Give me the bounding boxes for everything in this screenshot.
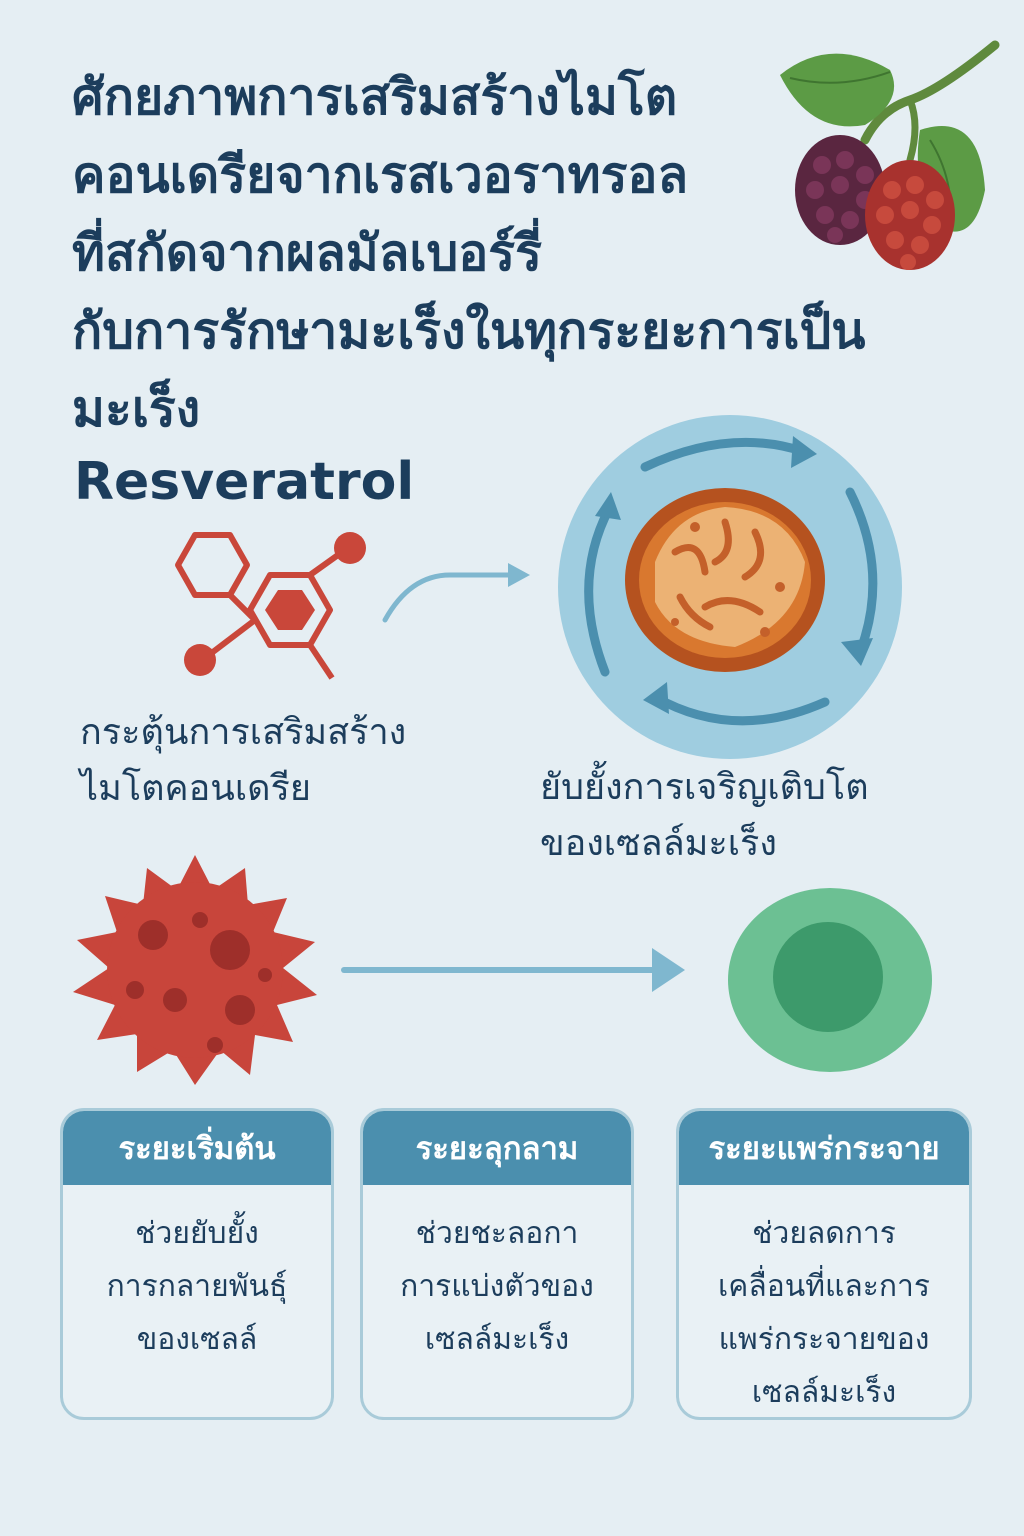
caption-inhibit-line-1: ยับยั้งการเจริญเติบโต (540, 767, 869, 808)
stage-description: ช่วยยับยั้ง การกลายพันธุ์ ของเซลล์ (63, 1185, 331, 1366)
stage-description: ช่วยลดการ เคลื่อนที่และการ แพร่กระจายของ… (679, 1185, 969, 1417)
stage-title: ระยะแพร่กระจาย (679, 1111, 969, 1185)
title-line-3: ที่สกัดจากผลมัลเบอร์รี่ (72, 224, 542, 282)
page-title: ศักยภาพการเสริมสร้างไมโต คอนเดรียจากเรสเ… (72, 58, 892, 448)
caption-inhibit-line-2: ของเซลล์มะเร็ง (540, 823, 777, 864)
title-line-1: ศักยภาพการเสริมสร้างไมโต (72, 68, 678, 126)
cancer-cell-icon (73, 855, 317, 1085)
stage-card-metastatic: ระยะแพร่กระจาย ช่วยลดการ เคลื่อนที่และกา… (676, 1108, 972, 1420)
mulberry-icon (780, 40, 1000, 270)
stage-line: เคลื่อนที่และการ (718, 1269, 930, 1304)
title-line-5: มะเร็ง (72, 380, 201, 438)
stage-line: เซลล์มะเร็ง (751, 1375, 897, 1410)
stage-card-progressive: ระยะลุกลาม ช่วยชะลอกา การแบ่งตัวของ เซลล… (360, 1108, 634, 1420)
stage-line: ของเซลล์ (136, 1322, 258, 1357)
mitochondria-icon (558, 415, 902, 759)
title-line-4: กับการรักษามะเร็งในทุกระยะการเป็น (72, 302, 866, 360)
stage-line: แพร่กระจายของ (718, 1322, 930, 1357)
caption-inhibit: ยับยั้งการเจริญเติบโต ของเซลล์มะเร็ง (540, 760, 869, 872)
stage-line: ช่วยชะลอกา (415, 1216, 579, 1251)
stage-line: การกลายพันธุ์ (106, 1269, 288, 1304)
stage-card-early: ระยะเริ่มต้น ช่วยยับยั้ง การกลายพันธุ์ ข… (60, 1108, 334, 1420)
resveratrol-molecule-icon (175, 532, 366, 680)
caption-stimulate: กระตุ้นการเสริมสร้าง ไมโตคอนเดรีย (80, 705, 406, 817)
stage-title: ระยะเริ่มต้น (63, 1111, 331, 1185)
curved-arrow-icon (382, 563, 530, 623)
compound-name: Resveratrol (74, 452, 415, 512)
stage-description: ช่วยชะลอกา การแบ่งตัวของ เซลล์มะเร็ง (363, 1185, 631, 1366)
stage-line: การแบ่งตัวของ (400, 1269, 594, 1304)
stage-line: ช่วยลดการ (752, 1216, 896, 1251)
healthy-cell-icon (728, 888, 932, 1072)
stage-line: เซลล์มะเร็ง (424, 1322, 570, 1357)
caption-stimulate-line-2: ไมโตคอนเดรีย (80, 768, 311, 809)
straight-arrow-icon (341, 948, 685, 992)
stage-title: ระยะลุกลาม (363, 1111, 631, 1185)
stage-line: ช่วยยับยั้ง (135, 1216, 259, 1251)
title-line-2: คอนเดรียจากเรสเวอราทรอล (72, 146, 689, 204)
caption-stimulate-line-1: กระตุ้นการเสริมสร้าง (80, 712, 407, 753)
